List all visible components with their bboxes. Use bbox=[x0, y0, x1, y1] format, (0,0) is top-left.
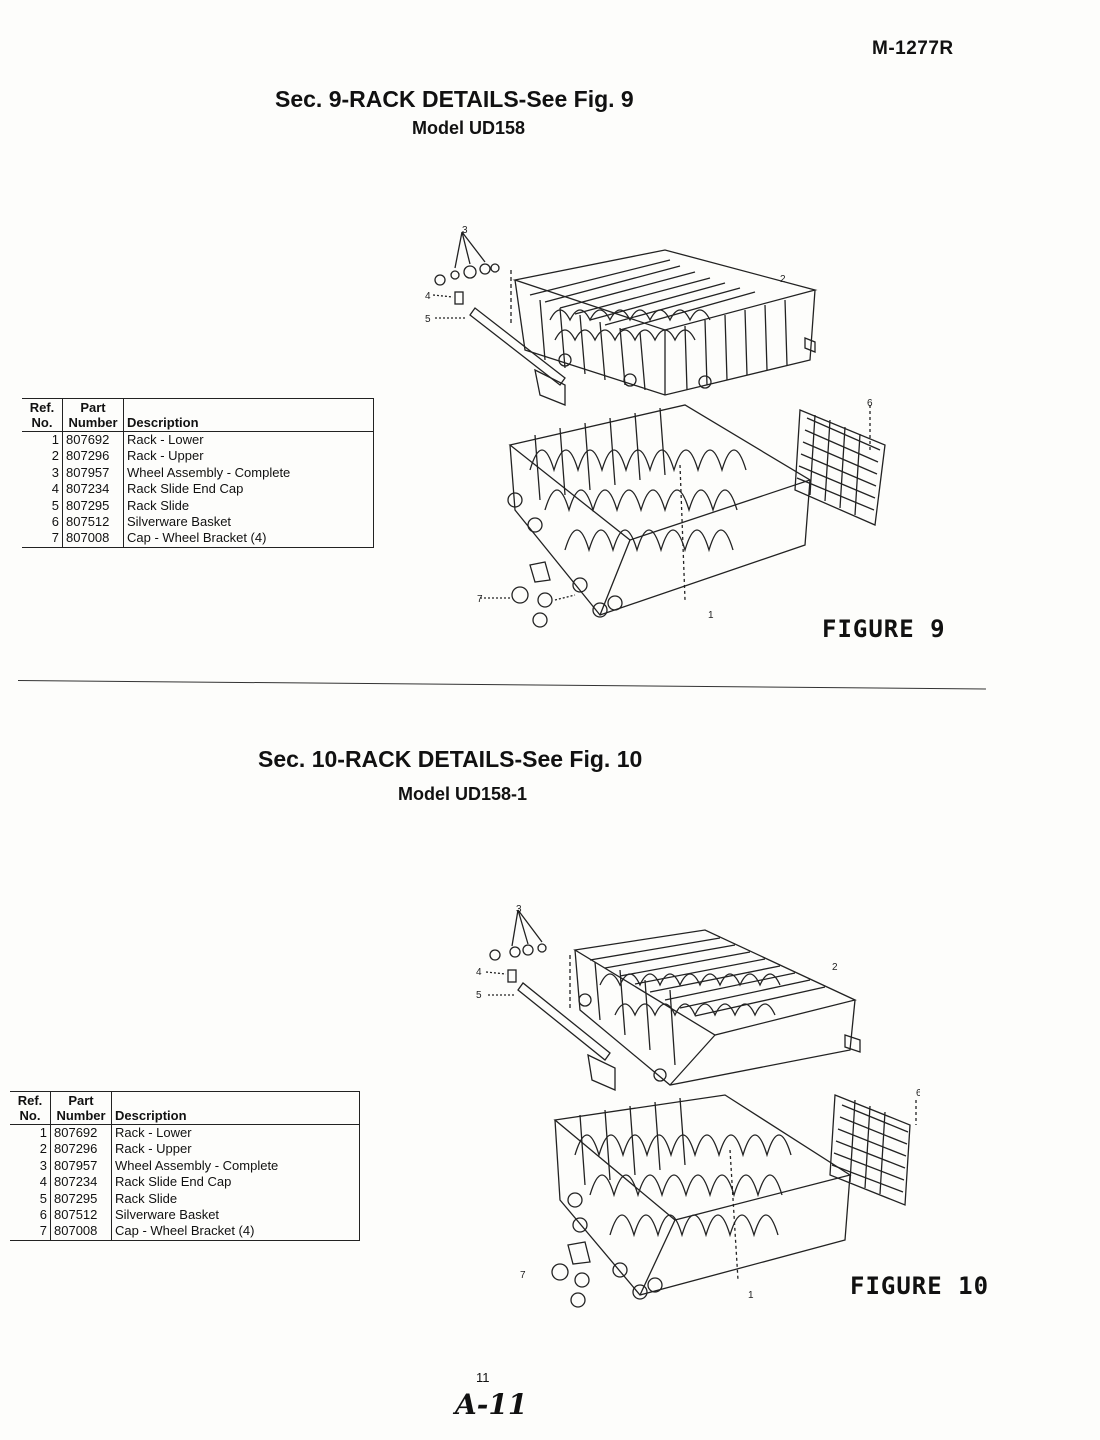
callout-2: 2 bbox=[832, 962, 838, 973]
figure-10-label: FIGURE 10 bbox=[850, 1272, 990, 1300]
document-code: M-1277R bbox=[872, 38, 954, 59]
col-header-ref: Ref.No. bbox=[10, 1092, 51, 1125]
col-header-desc: Description bbox=[111, 1092, 359, 1125]
upper-rack-drawing bbox=[512, 249, 818, 396]
callout-1: 1 bbox=[748, 1290, 754, 1301]
silverware-basket-drawing bbox=[829, 1094, 917, 1206]
callout-5: 5 bbox=[425, 314, 431, 325]
figure-9-illustration: 3 4 5 2 6 7 1 bbox=[425, 225, 886, 628]
section-10-title: Sec. 10-RACK DETAILS-See Fig. 10 bbox=[258, 746, 643, 772]
callout-3: 3 bbox=[462, 225, 468, 236]
wheel-bracket-drawing bbox=[551, 1241, 591, 1308]
figure-10-illustration: 3 4 5 2 6 7 1 bbox=[476, 904, 920, 1308]
figure-9-label: FIGURE 9 bbox=[822, 615, 946, 643]
callout-3: 3 bbox=[516, 904, 522, 915]
callout-1: 1 bbox=[708, 610, 714, 621]
callout-7: 7 bbox=[520, 1270, 526, 1281]
callout-5: 5 bbox=[476, 990, 482, 1001]
rack-slide-drawing bbox=[432, 231, 566, 406]
callout-6: 6 bbox=[916, 1088, 920, 1099]
col-header-desc: Description bbox=[123, 399, 373, 432]
callout-6: 6 bbox=[867, 398, 873, 409]
section-9-title: Sec. 9-RACK DETAILS-See Fig. 9 bbox=[275, 86, 634, 112]
rack-slide-drawing bbox=[485, 909, 616, 1091]
callout-7: 7 bbox=[477, 594, 483, 605]
section-divider bbox=[17, 680, 986, 690]
lower-rack-drawing bbox=[553, 1094, 852, 1300]
handwritten-note: A-11 bbox=[455, 1388, 528, 1421]
upper-rack-drawing bbox=[569, 929, 861, 1086]
col-header-ref: Ref.No. bbox=[22, 399, 63, 432]
lower-rack-drawing bbox=[507, 404, 812, 618]
section-10-model: Model UD158-1 bbox=[398, 784, 528, 804]
section-9-model: Model UD158 bbox=[412, 118, 526, 138]
callout-4: 4 bbox=[476, 967, 482, 978]
callout-2: 2 bbox=[780, 274, 786, 285]
silverware-basket-drawing bbox=[794, 405, 886, 526]
page-number: 11 bbox=[476, 1370, 490, 1385]
wheel-bracket-drawing bbox=[480, 561, 576, 628]
callout-4: 4 bbox=[425, 291, 431, 302]
